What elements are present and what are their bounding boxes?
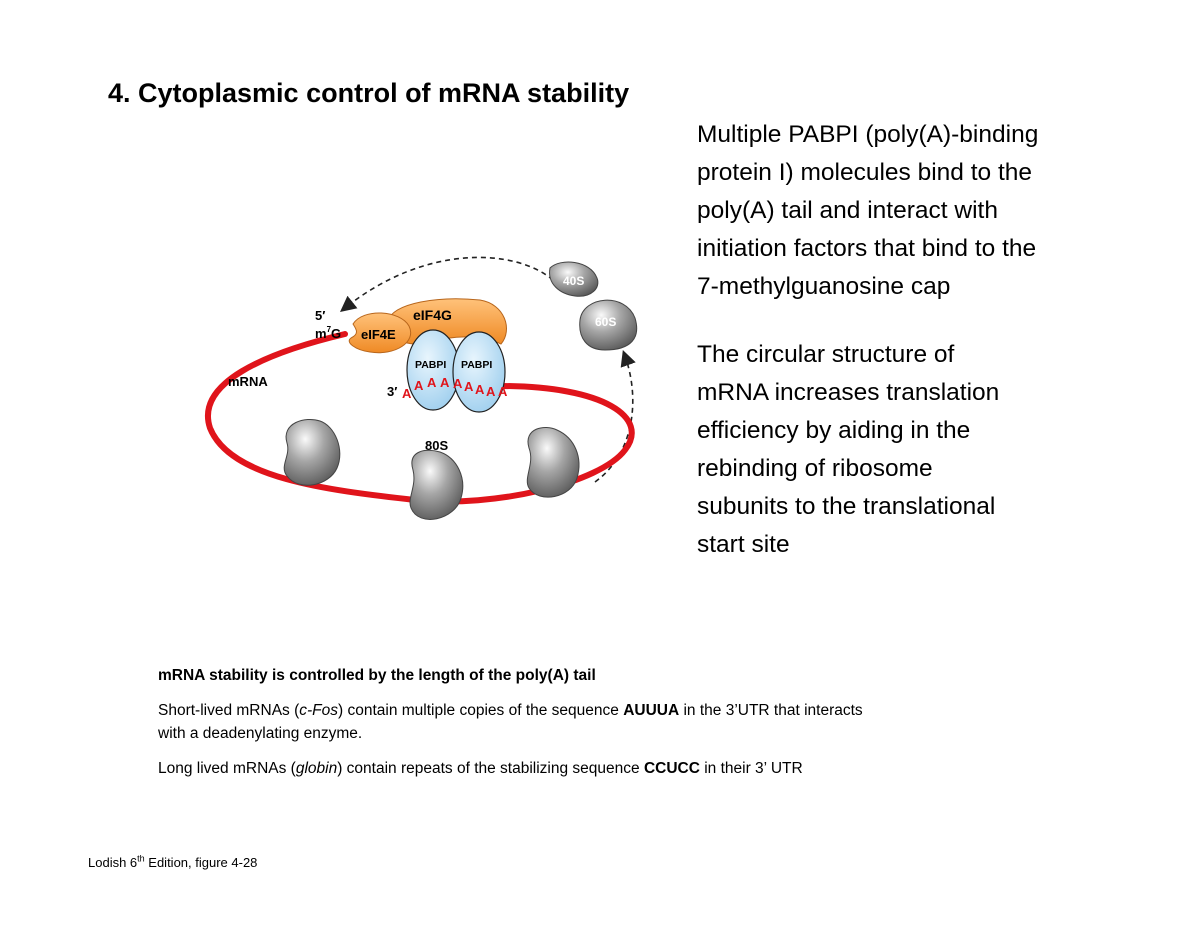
svg-text:A: A: [402, 386, 412, 401]
recycle-arrow-top: [340, 256, 554, 312]
label-80s: 80S: [425, 438, 448, 453]
mrna-circularization-diagram: 5′ m7G eIF4E eIF4G PABPI PABPI 3′ A A A …: [195, 238, 655, 550]
label-3-prime: 3′: [387, 384, 397, 399]
label-60s: 60S: [595, 315, 616, 329]
ribosome-60s-subunit: [579, 299, 637, 351]
svg-text:A: A: [440, 375, 450, 390]
text-line: subunits to the translational: [697, 493, 996, 520]
text-line: efficiency by aiding in the: [697, 417, 971, 444]
eif4e-shape: [348, 312, 412, 354]
label-m7g: m7G: [315, 325, 341, 341]
text-line: Multiple PABPI (poly(A)-binding: [697, 121, 1039, 148]
svg-text:A: A: [427, 375, 437, 390]
label-eif4e: eIF4E: [361, 327, 396, 342]
label-mrna: mRNA: [228, 374, 268, 389]
pabpi-2-shape: [452, 331, 506, 413]
text-line: rebinding of ribosome: [697, 455, 933, 482]
label-pabpi-1: PABPI: [415, 359, 446, 371]
short-lived-note: Short-lived mRNAs (c-Fos) contain multip…: [158, 702, 863, 742]
stability-notes: mRNA stability is controlled by the leng…: [158, 664, 1108, 792]
ribosome-80s-left: [283, 419, 341, 486]
text-line: start site: [697, 531, 790, 558]
page-title: 4. Cytoplasmic control of mRNA stability: [108, 78, 630, 108]
text-line: The circular structure of: [697, 341, 955, 368]
svg-text:A: A: [414, 378, 424, 393]
svg-text:A: A: [486, 384, 496, 399]
figure-citation: Lodish 6th Edition, figure 4-28: [88, 853, 258, 870]
poly-a-tail: A A A A A A A A A: [402, 375, 508, 401]
stability-heading: mRNA stability is controlled by the leng…: [158, 667, 596, 684]
svg-text:A: A: [498, 384, 508, 399]
label-pabpi-2: PABPI: [461, 359, 492, 371]
svg-text:A: A: [464, 379, 474, 394]
svg-text:A: A: [453, 376, 463, 391]
text-line: poly(A) tail and interact with: [697, 197, 998, 224]
ribosome-80s-middle: [409, 449, 464, 520]
text-line: 7-methylguanosine cap: [697, 273, 951, 300]
label-5-prime: 5′: [315, 308, 325, 323]
ribosome-80s-right: [526, 426, 580, 498]
long-lived-note: Long lived mRNAs (globin) contain repeat…: [158, 760, 803, 777]
text-line: initiation factors that bind to the: [697, 235, 1037, 262]
description-pabpi: Multiple PABPI (poly(A)-binding protein …: [697, 116, 1167, 306]
label-eif4g: eIF4G: [413, 307, 452, 323]
label-40s: 40S: [563, 274, 584, 288]
svg-text:A: A: [475, 382, 485, 397]
ribosome-40s-subunit: [549, 261, 599, 297]
text-line: protein I) molecules bind to the: [697, 159, 1033, 186]
description-circular-structure: The circular structure of mRNA increases…: [697, 336, 1167, 564]
text-line: mRNA increases translation: [697, 379, 1000, 406]
